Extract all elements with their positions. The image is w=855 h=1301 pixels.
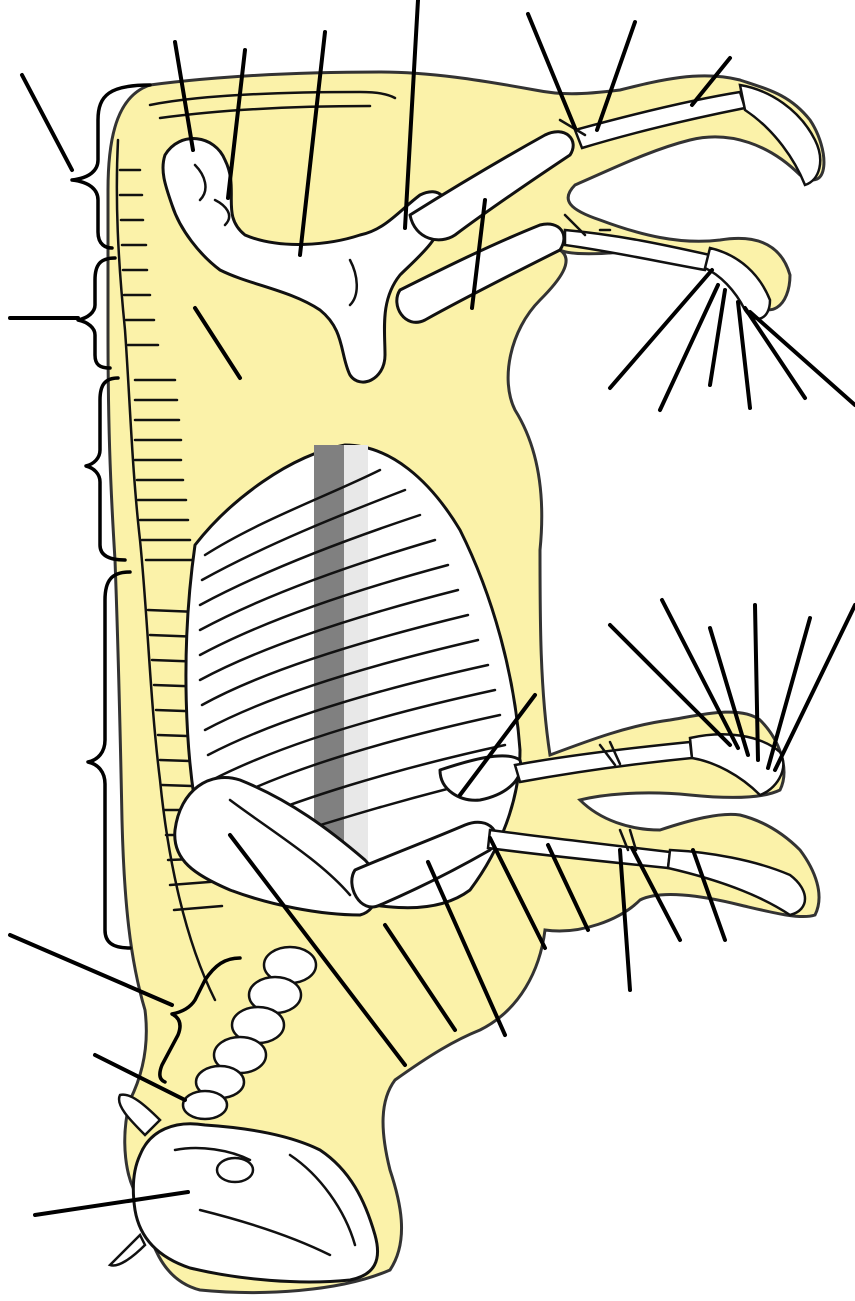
leader-coccygeal bbox=[22, 75, 72, 170]
leader-hind-phalanx-2 bbox=[660, 285, 718, 410]
ear bbox=[110, 1235, 145, 1266]
leader-front-phalanx-6 bbox=[775, 605, 855, 770]
eye-orbit bbox=[217, 1158, 253, 1182]
leader-hind-phalanx-4 bbox=[738, 302, 750, 408]
leader-hind-phalanx-3 bbox=[710, 290, 725, 385]
